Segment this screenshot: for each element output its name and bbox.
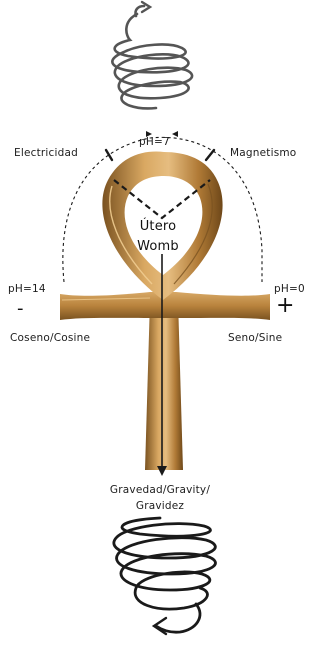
magnetism-label: Magnetismo xyxy=(230,148,296,159)
ph-left-label: pH=14 xyxy=(8,284,46,295)
ph-top-label: pH=7 xyxy=(139,137,170,148)
sine-label: Seno/Sine xyxy=(228,333,282,344)
minus-sign: - xyxy=(17,300,24,318)
gravity-label-line2: Gravidez xyxy=(80,501,240,512)
plus-sign: + xyxy=(276,295,294,317)
spiral-top-icon xyxy=(112,2,192,108)
gravity-label-line1: Gravedad/Gravity/ xyxy=(80,485,240,496)
spiral-bottom-icon xyxy=(114,518,216,634)
womb-es-label: Útero xyxy=(128,220,188,233)
cosine-label: Coseno/Cosine xyxy=(10,333,90,344)
womb-en-label: Womb xyxy=(128,240,188,253)
electricity-label: Electricidad xyxy=(14,148,78,159)
ankh xyxy=(60,152,270,470)
